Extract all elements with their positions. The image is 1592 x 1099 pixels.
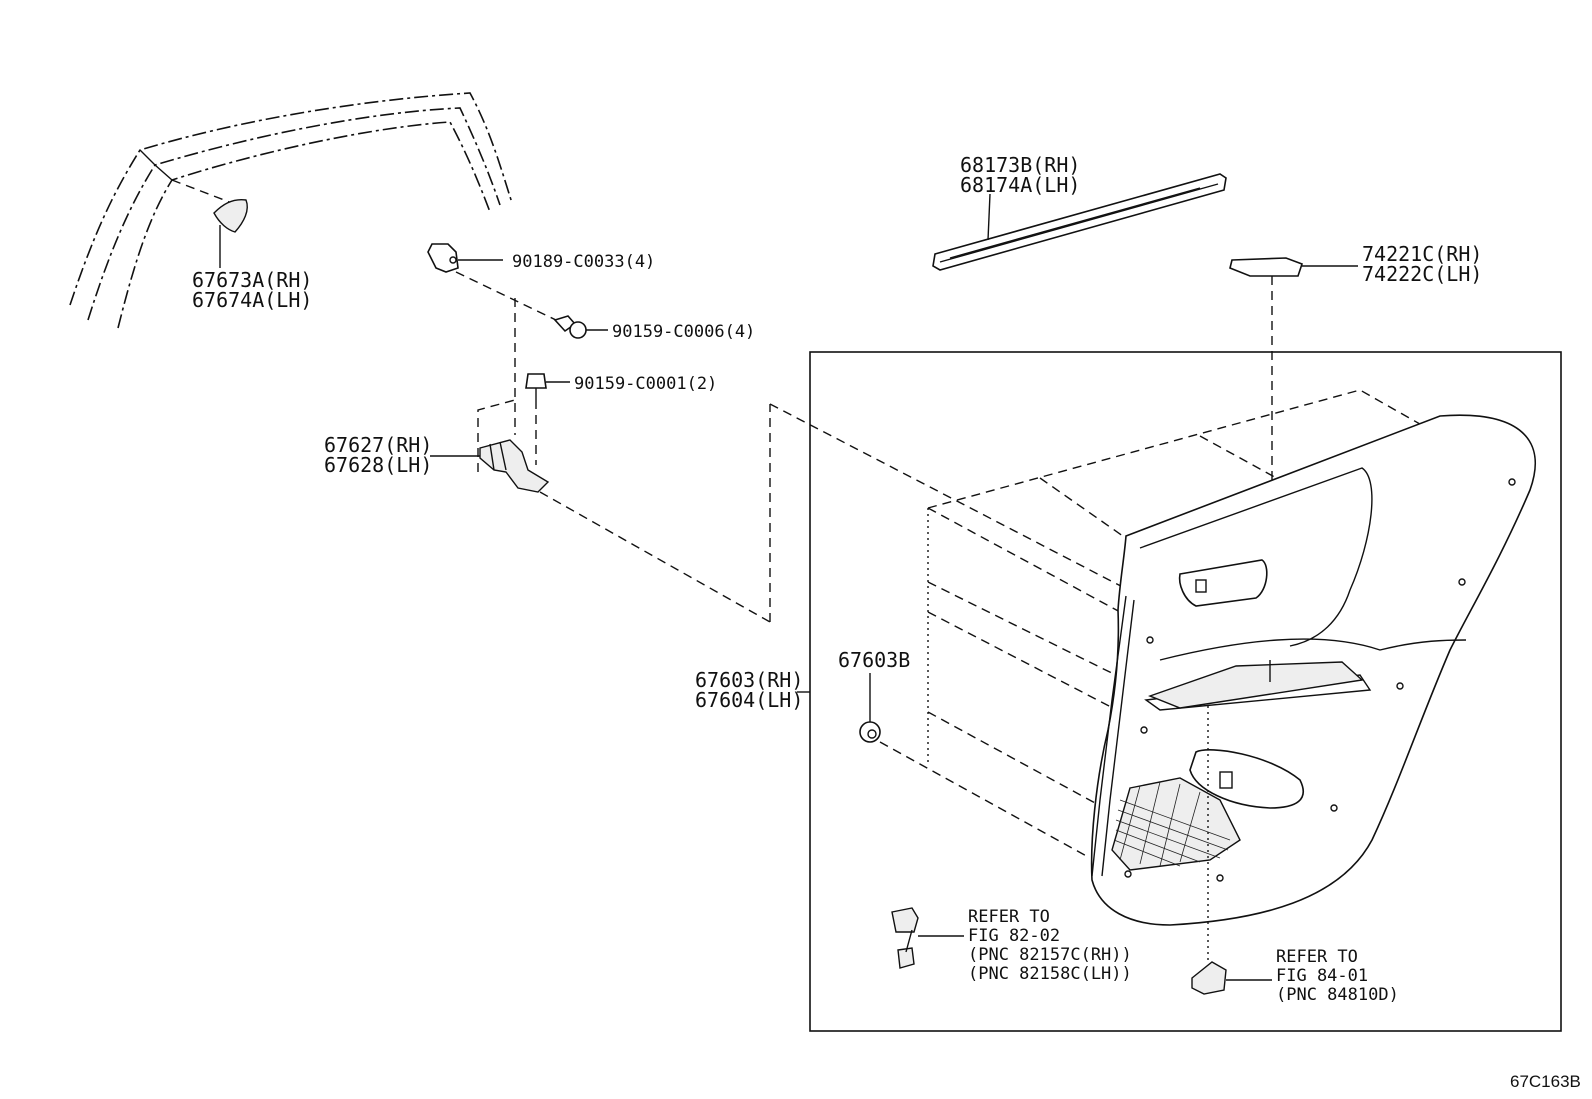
plug-67603b-icon — [859, 673, 1091, 859]
molding-lh-label: 67674A(LH) — [192, 288, 312, 312]
clip-90189-icon — [427, 243, 503, 273]
refer1-line4: (PNC 82158C(LH)) — [968, 964, 1132, 984]
pad-rh-label: 74221C(RH) — [1362, 242, 1482, 266]
screw-90159-c0001-label: 90159-C0001(2) — [574, 374, 717, 394]
weatherstrip-icon — [932, 173, 1227, 271]
lamp-connector-icon — [1191, 706, 1272, 995]
pad-lh-label: 74222C(LH) — [1362, 262, 1482, 286]
speaker-grille — [1113, 781, 1231, 867]
refer2-line2: FIG 84-01 — [1276, 966, 1368, 986]
bracket-rh-label: 67627(RH) — [324, 433, 432, 457]
pad-icon — [1229, 257, 1358, 670]
panel-rh-label: 67603(RH) — [695, 668, 803, 692]
refer1-line1: REFER TO — [968, 907, 1050, 927]
weatherstrip-lh-label: 68174A(LH) — [960, 173, 1080, 197]
refer2-line3: (PNC 84810D) — [1276, 985, 1399, 1005]
refer2-line1: REFER TO — [1276, 947, 1358, 967]
molding-part — [171, 179, 248, 268]
clip-90189-label: 90189-C0033(4) — [512, 252, 655, 272]
panel-lh-label: 67604(LH) — [695, 688, 803, 712]
weatherstrip-rh-label: 68173B(RH) — [960, 153, 1080, 177]
screw-90159-c0006-label: 90159-C0006(4) — [612, 322, 755, 342]
window-frame-outline — [69, 92, 513, 329]
bracket-67627-icon — [430, 399, 550, 493]
plug-67603b-label: 67603B — [838, 648, 910, 672]
window-switch-icon — [891, 907, 964, 969]
refer1-line3: (PNC 82157C(RH)) — [968, 945, 1132, 965]
refer1-line2: FIG 82-02 — [968, 926, 1060, 946]
screw-90159-c0001-icon — [525, 373, 570, 400]
screw-90159-c0006-icon — [553, 315, 608, 339]
molding-rh-label: 67673A(RH) — [192, 268, 312, 292]
door-trim-panel-icon — [927, 389, 1536, 926]
bracket-lh-label: 67628(LH) — [324, 453, 432, 477]
switch-plate — [1178, 559, 1268, 607]
diagram-code: 67C163B — [1510, 1072, 1581, 1091]
